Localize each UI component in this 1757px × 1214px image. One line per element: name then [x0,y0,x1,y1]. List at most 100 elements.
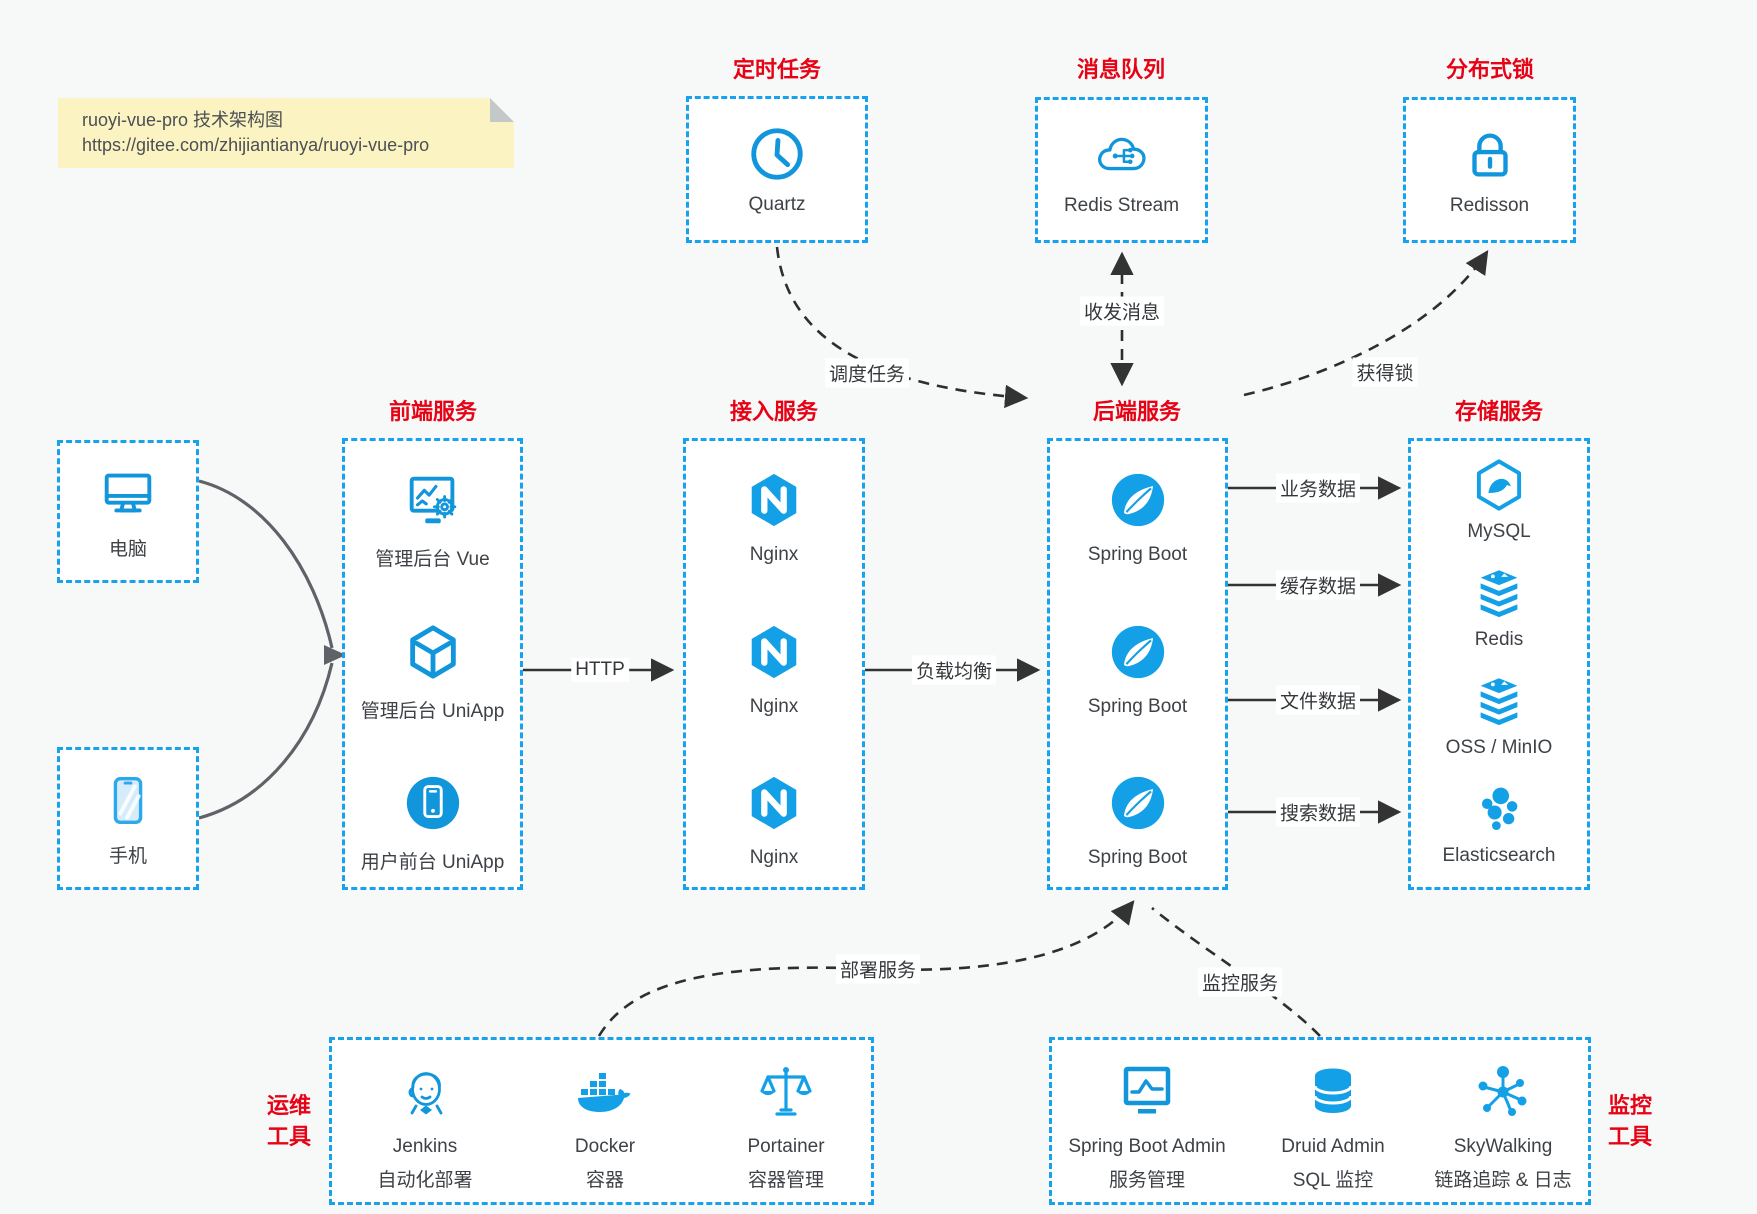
title-devops: 运维 工具 [267,1090,311,1152]
spring-icon [1111,776,1164,830]
note-url: https://gitee.com/zhijiantianya/ruoyi-vu… [82,135,430,155]
docker-label: Docker [574,1136,636,1157]
gateway-group-box: Nginx Nginx Nginx [683,438,865,890]
spring-boot-admin-desc: 服务管理 [1108,1170,1185,1191]
nginx-label: Nginx [749,847,799,868]
redis-stack-icon [1480,570,1518,618]
backend-item-spring-1: Spring Boot [1050,469,1225,566]
mobile-node: 手机 [57,747,199,890]
pc-node: 电脑 [57,440,199,583]
business-data-label: 业务数据 [1275,473,1361,503]
elasticsearch-label: Elasticsearch [1442,845,1556,866]
admin-vue-icon [409,476,456,524]
desktop-icon [104,473,152,512]
spring-boot-admin-label: Spring Boot Admin [1068,1136,1226,1157]
title-lock: 分布式锁 [1445,57,1535,82]
devops-item-portainer: Portainer 容器管理 [696,1060,876,1192]
quartz-label: Quartz [748,194,806,215]
title-frontend: 前端服务 [388,399,478,424]
note-title: ruoyi-vue-pro 技术架构图 [82,110,284,130]
oss-stack-icon [1480,678,1518,726]
file-data-label: 文件数据 [1275,685,1361,715]
frontend-item-admin-uniapp: 管理后台 UniApp [345,621,520,723]
devops-item-jenkins: Jenkins 自动化部署 [335,1060,515,1192]
redis-label: Redis [1474,629,1524,650]
mysql-label: MySQL [1467,521,1531,542]
title-monitoring: 监控 工具 [1608,1090,1652,1152]
backend-item-spring-2: Spring Boot [1050,621,1225,718]
deploy-label: 部署服务 [835,954,921,984]
storage-group-box: MySQL Redis OSS / MinIO [1408,438,1590,890]
uniapp-cube-icon [409,625,456,679]
druid-admin-label: Druid Admin [1281,1136,1385,1157]
clock-icon [751,128,803,180]
spring-icon [1111,473,1164,527]
backend-item-spring-3: Spring Boot [1050,772,1225,869]
title-scheduler: 定时任务 [732,57,822,82]
pc-label: 电脑 [108,538,147,560]
title-devops-line2: 工具 [266,1124,312,1149]
cache-data-label: 缓存数据 [1275,570,1361,600]
portainer-label: Portainer [747,1136,825,1157]
frontend-item-user-uniapp: 用户前台 UniApp [345,772,520,874]
docker-whale-icon [578,1073,631,1112]
title-mq: 消息队列 [1076,57,1166,82]
http-label: HTTP [571,658,629,682]
storage-item-oss-minio: OSS / MinIO [1411,673,1587,759]
redisson-label: Redisson [1449,194,1530,216]
jenkins-label: Jenkins [392,1136,458,1157]
storage-item-redis: Redis [1411,565,1587,651]
elasticsearch-icon [1481,787,1518,830]
message-label: 收发消息 [1079,296,1165,326]
monitoring-item-druid: Druid Admin SQL 监控 [1240,1060,1426,1192]
jenkins-desc: 自动化部署 [377,1170,473,1191]
portainer-desc: 容器管理 [747,1170,824,1191]
nginx-label: Nginx [749,696,799,717]
storage-item-mysql: MySQL [1411,457,1587,543]
acquire-lock-label: 获得锁 [1352,357,1418,387]
monitoring-item-skywalking: SkyWalking 链路追踪 & 日志 [1410,1060,1596,1192]
pc-to-frontend-curve [198,479,334,649]
title-devops-line1: 运维 [266,1093,312,1118]
frontend-item-admin-vue: 管理后台 Vue [345,469,520,571]
nginx-icon [751,776,797,830]
search-data-label: 搜索数据 [1275,797,1361,827]
title-monitoring-line1: 监控 [1607,1093,1653,1118]
storage-item-elasticsearch: Elasticsearch [1411,781,1587,867]
monitor-label: 监控服务 [1197,967,1283,997]
hub-nodes-icon [1478,1066,1527,1116]
spring-boot-label: Spring Boot [1087,696,1188,717]
frontend-admin-vue-label: 管理后台 Vue [375,549,490,570]
gateway-item-nginx-2: Nginx [686,621,862,718]
monitoring-group-box: Spring Boot Admin 服务管理 Druid Admin SQL 监… [1049,1037,1591,1205]
title-monitoring-line2: 工具 [1607,1124,1653,1149]
nginx-icon [751,473,797,527]
jenkins-icon [408,1072,443,1115]
redis-stream-label: Redis Stream [1063,194,1180,216]
nginx-label: Nginx [749,544,799,565]
gateway-item-nginx-1: Nginx [686,469,862,566]
oss-minio-label: OSS / MinIO [1445,737,1553,758]
phone-icon [113,776,143,824]
note-fold-corner [490,98,514,122]
quartz-node: Quartz [686,96,868,243]
title-storage: 存储服务 [1454,399,1544,424]
spring-boot-label: Spring Boot [1087,544,1188,565]
lock-icon [1471,133,1508,177]
mysql-icon [1476,459,1522,511]
user-uniapp-icon [406,776,459,830]
sticky-note: ruoyi-vue-pro 技术架构图 https://gitee.com/zh… [58,98,514,168]
devops-item-docker: Docker 容器 [515,1060,695,1192]
database-icon [1313,1068,1353,1113]
mobile-to-frontend-curve [198,662,334,820]
load-balance-label: 负载均衡 [911,655,997,685]
nginx-icon [751,625,797,679]
schedule-task-label: 调度任务 [824,358,910,388]
monitoring-item-sba: Spring Boot Admin 服务管理 [1054,1060,1240,1192]
frontend-user-uniapp-label: 用户前台 UniApp [360,852,505,873]
spring-icon [1111,625,1164,679]
monitor-chart-icon [1123,1066,1171,1114]
frontend-group-box: 管理后台 Vue 管理后台 UniApp 用户前台 UniApp [342,438,523,890]
frontend-admin-uniapp-label: 管理后台 UniApp [360,701,505,722]
